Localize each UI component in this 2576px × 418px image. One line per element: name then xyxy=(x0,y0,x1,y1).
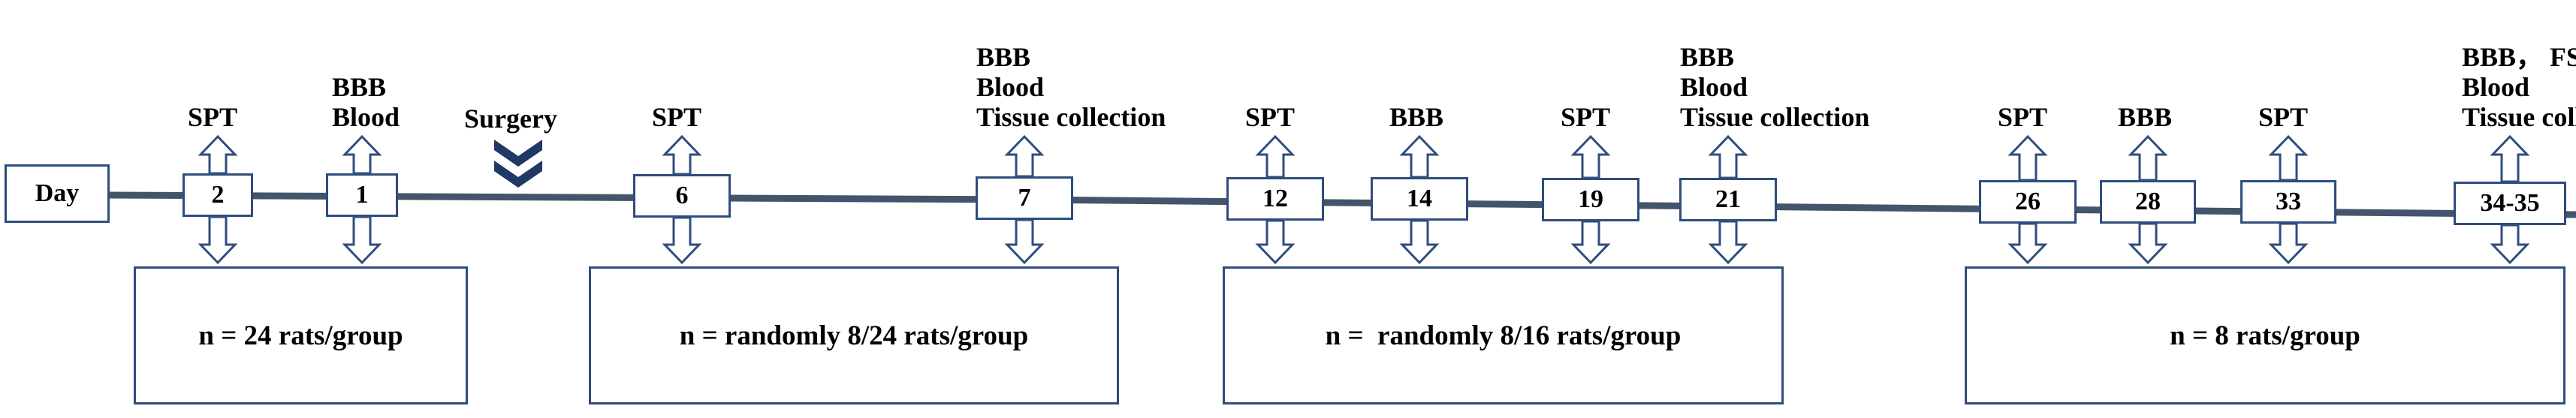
up-arrow-icon xyxy=(662,134,702,176)
down-arrow-icon xyxy=(662,216,702,265)
measurement-label: SPT xyxy=(2258,102,2309,132)
measurement-label: SPT xyxy=(652,102,702,132)
day-box: 19 xyxy=(1542,178,1639,221)
day-box: 33 xyxy=(2240,180,2336,224)
group-size-label: n = 24 rats/group xyxy=(198,320,403,351)
down-arrow-icon xyxy=(198,215,238,265)
day-label: 1 xyxy=(355,181,369,209)
surgery-chevron-icon xyxy=(494,161,542,188)
up-arrow-icon xyxy=(342,134,382,175)
day-box: 26 xyxy=(1979,180,2077,224)
day-label: 26 xyxy=(2015,188,2041,215)
down-arrow-icon xyxy=(1570,220,1611,265)
day-label: 28 xyxy=(2135,188,2161,215)
measurement-labels: SPT xyxy=(1998,102,2047,132)
surgery-label: Surgery xyxy=(464,104,557,134)
group-box: n = 8 rats/group xyxy=(1965,266,2565,404)
measurement-label: Tissue collection xyxy=(1680,102,1870,132)
measurement-label: BBB xyxy=(1680,42,1735,72)
down-arrow-icon xyxy=(1004,218,1045,265)
measurement-label: Blood xyxy=(1680,72,1748,102)
day-label: 19 xyxy=(1578,185,1603,213)
up-arrow-icon xyxy=(2007,134,2048,182)
day-label: 12 xyxy=(1262,185,1288,212)
day-box: 2 xyxy=(182,173,253,217)
down-arrow-icon xyxy=(342,215,382,265)
day-label: 2 xyxy=(211,181,225,209)
measurement-labels: SPT xyxy=(652,102,701,132)
measurement-label: BBB xyxy=(2118,102,2173,132)
day-label: 6 xyxy=(675,182,689,209)
start-label: Day xyxy=(35,179,80,207)
up-arrow-icon xyxy=(1255,134,1296,179)
group-size-label: n = randomly 8/24 rats/group xyxy=(679,320,1029,351)
measurement-labels: SPT xyxy=(188,102,237,132)
measurement-label: Tissue collection xyxy=(976,102,1166,132)
day-label: 21 xyxy=(1715,185,1741,213)
down-arrow-icon xyxy=(2490,224,2530,265)
measurement-label: Blood xyxy=(2462,72,2530,102)
measurement-labels: SPT xyxy=(1561,102,1610,132)
up-arrow-icon xyxy=(2128,134,2168,182)
group-box: n = randomly 8/24 rats/group xyxy=(589,266,1119,404)
up-arrow-icon xyxy=(1004,134,1045,178)
measurement-label: BBB xyxy=(1389,102,1444,132)
day-label: 14 xyxy=(1407,185,1432,212)
timeline-line xyxy=(109,191,2576,218)
day-box: 6 xyxy=(633,174,731,218)
day-box: 28 xyxy=(2100,180,2196,224)
measurement-labels: BBB xyxy=(1389,102,1443,132)
day-box: 14 xyxy=(1371,177,1468,221)
day-label: 33 xyxy=(2276,188,2301,215)
measurement-label: SPT xyxy=(1561,102,1611,132)
group-size-label: n = 8 rats/group xyxy=(2170,320,2360,351)
up-arrow-icon xyxy=(2268,134,2309,182)
measurement-label: Blood xyxy=(976,72,1045,102)
day-box: 7 xyxy=(976,176,1073,220)
measurement-label: BBB， FST xyxy=(2462,42,2576,72)
measurement-labels: SPT xyxy=(2258,102,2308,132)
group-box: n = randomly 8/16 rats/group xyxy=(1223,266,1784,404)
down-arrow-icon xyxy=(2268,222,2309,265)
down-arrow-icon xyxy=(2007,222,2048,265)
measurement-label: SPT xyxy=(1245,102,1296,132)
up-arrow-icon xyxy=(1570,134,1611,179)
measurement-labels: BBB xyxy=(2118,102,2172,132)
down-arrow-icon xyxy=(2128,222,2168,265)
day-label: 7 xyxy=(1018,184,1031,212)
day-box: 34-35 xyxy=(2454,182,2566,225)
down-arrow-icon xyxy=(1255,219,1296,265)
measurement-label: BBB xyxy=(332,72,387,102)
measurement-labels: BBB， FSTBloodTissue collection xyxy=(2462,42,2576,132)
measurement-labels: SPT xyxy=(1245,102,1295,132)
down-arrow-icon xyxy=(1708,220,1748,265)
start-label-box: Day xyxy=(5,164,110,223)
measurement-label: Tissue collection xyxy=(2462,102,2576,132)
measurement-label: SPT xyxy=(1998,102,2048,132)
up-arrow-icon xyxy=(1708,134,1748,179)
day-label: 34-35 xyxy=(2480,189,2540,217)
up-arrow-icon xyxy=(198,134,238,175)
measurement-label: SPT xyxy=(188,102,238,132)
group-box: n = 24 rats/group xyxy=(134,266,468,404)
day-box: 21 xyxy=(1679,178,1777,221)
up-arrow-icon xyxy=(1399,134,1440,179)
measurement-label: BBB xyxy=(976,42,1031,72)
surgery-chevron-icon xyxy=(494,140,542,167)
day-box: 12 xyxy=(1226,177,1324,221)
day-box: 1 xyxy=(326,173,398,217)
down-arrow-icon xyxy=(1399,219,1440,265)
group-size-label: n = randomly 8/16 rats/group xyxy=(1325,320,1682,351)
measurement-label: Blood xyxy=(332,102,400,132)
up-arrow-icon xyxy=(2490,134,2530,183)
